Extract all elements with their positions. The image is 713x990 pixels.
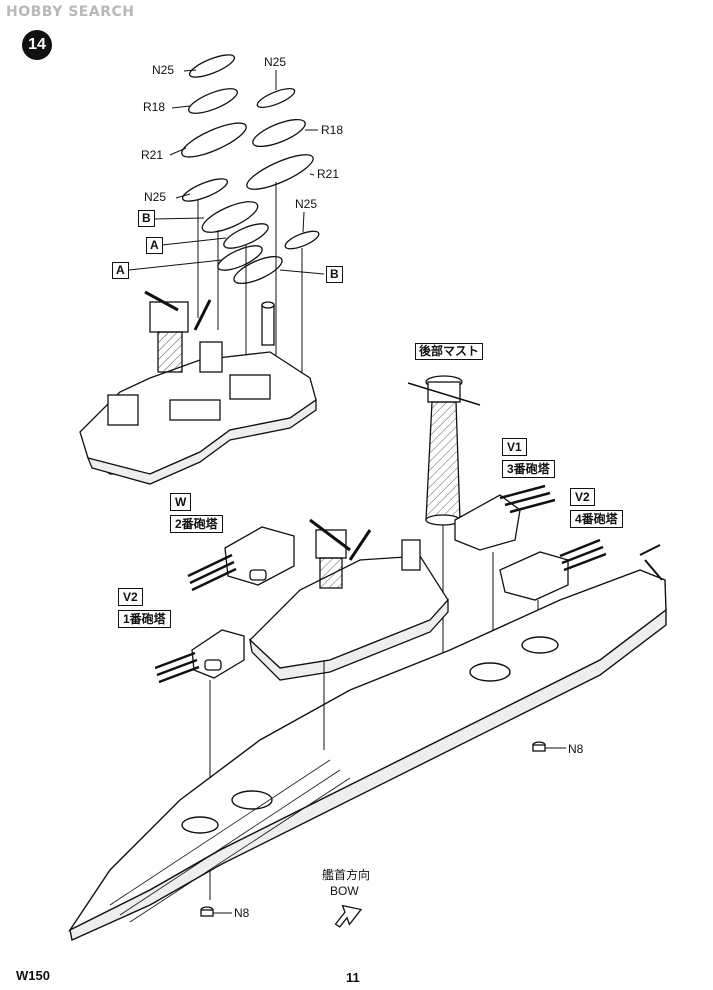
turret-v1 — [454, 484, 556, 650]
pedestal-label: N8 — [568, 742, 584, 756]
boat-leader-lines — [128, 69, 325, 395]
part-code: W150 — [16, 968, 50, 983]
boat-box-label: B — [326, 266, 343, 283]
turret-code: V2 — [570, 488, 595, 506]
boat-label: R18 — [143, 100, 166, 114]
watermark: HOBBY SEARCH — [6, 4, 135, 20]
boat-a-upper — [223, 223, 269, 249]
step-number-badge: 14 — [22, 30, 52, 60]
boat-box-label: A — [146, 237, 163, 254]
boat-label: R21 — [317, 167, 340, 181]
turret-name: 2番砲塔 — [170, 515, 223, 533]
bow-direction-jp: 艦首方向 — [322, 868, 371, 882]
pedestal-label: N8 — [234, 906, 250, 920]
turret-code: V1 — [502, 438, 527, 456]
turret-w — [187, 526, 295, 592]
boat-label: N25 — [295, 197, 318, 211]
turret-v2-rear — [499, 538, 607, 635]
turret-tag-v2-rear: V2 4番砲塔 — [570, 488, 623, 528]
bow-arrow-icon — [334, 904, 363, 928]
boat-label: N25 — [144, 190, 167, 204]
turret-code: W — [170, 493, 192, 511]
turret-tag-w: W 2番砲塔 — [170, 493, 223, 533]
boat-n25-c — [181, 178, 229, 202]
boat-n25-b — [256, 88, 296, 108]
boat-r21-a — [181, 122, 247, 158]
midship-superstructure — [249, 518, 449, 681]
turret-tag-v1: V1 3番砲塔 — [502, 438, 555, 478]
boat-label: N25 — [152, 63, 175, 77]
page-number: 11 — [346, 970, 360, 985]
hull — [67, 544, 667, 941]
boat-n25-d — [284, 230, 320, 250]
boat-r18-b — [252, 118, 306, 148]
bow-direction-en: BOW — [330, 884, 359, 898]
boat-r18-a — [188, 88, 238, 114]
forward-superstructure-top — [79, 290, 317, 485]
boat-label: R21 — [141, 148, 164, 162]
boat-b-upper — [201, 201, 259, 233]
pedestal-parts — [200, 741, 566, 917]
turret-tag-v2-front: V2 1番砲塔 — [118, 588, 171, 628]
turret-name: 4番砲塔 — [570, 510, 623, 528]
boat-r21-b — [246, 154, 314, 190]
rear-mast-label: 後部マスト — [415, 343, 484, 360]
boat-label: R18 — [321, 123, 344, 137]
boat-label: N25 — [264, 55, 287, 69]
boat-box-label: B — [138, 210, 155, 227]
turret-name: 3番砲塔 — [502, 460, 555, 478]
turret-name: 1番砲塔 — [118, 610, 171, 628]
turret-code: V2 — [118, 588, 143, 606]
boat-box-label: A — [112, 262, 129, 279]
boat-n25-a — [188, 54, 236, 78]
boat-group — [181, 54, 320, 285]
